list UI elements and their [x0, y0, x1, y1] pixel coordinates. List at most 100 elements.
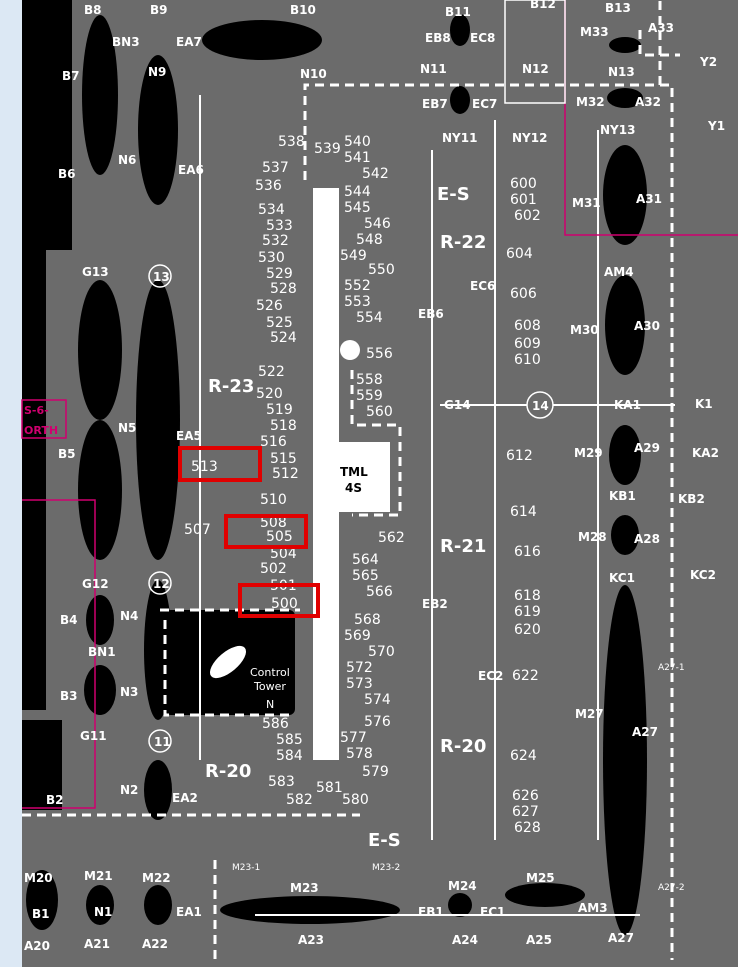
label-m31: M31	[572, 196, 601, 210]
label-b1: B1	[32, 907, 50, 921]
control-tower-line3: N	[266, 698, 274, 711]
stand-559: 559	[356, 388, 383, 404]
stand-622: 622	[512, 668, 539, 684]
label-am4: AM4	[604, 265, 634, 279]
stand-539: 539	[314, 141, 341, 157]
label-m24: M24	[448, 879, 477, 893]
stand-576: 576	[364, 714, 391, 730]
stand-510: 510	[260, 492, 287, 508]
stand-628: 628	[514, 820, 541, 836]
label-n3: N3	[120, 685, 138, 699]
label-b3: B3	[60, 689, 78, 703]
taxiway-labels-misc: N6 B6 EA6 M31 A31 G13 AM4 EB6 EC6 M30 A3…	[24, 153, 719, 953]
label-n6: N6	[118, 153, 136, 167]
label-m28: M28	[578, 530, 607, 544]
circle-14: 14	[532, 399, 549, 413]
stand-574: 574	[364, 692, 391, 708]
taxiway-labels: B8 B9 B10 B11 B12 B13 BN3 EA7 EB8 EC8 M3…	[62, 0, 725, 145]
label-bn1: BN1	[88, 645, 116, 659]
stand-500: 500	[271, 596, 298, 612]
label-eb1: EB1	[418, 905, 444, 919]
label-r23: R-23	[208, 376, 254, 397]
building-n12	[504, 0, 566, 104]
stand-560: 560	[366, 404, 393, 420]
stand-519: 519	[266, 402, 293, 418]
stand-572: 572	[346, 660, 373, 676]
runway-lines	[199, 95, 675, 916]
label-a31: A31	[636, 192, 662, 206]
label-ea7: EA7	[176, 35, 202, 49]
highlight-stand-513[interactable]	[178, 446, 262, 482]
label-y1: Y1	[707, 119, 725, 133]
terminal-number: 4S	[345, 481, 362, 495]
label-b4: B4	[60, 613, 78, 627]
stand-562: 562	[378, 530, 405, 546]
stand-618: 618	[514, 588, 541, 604]
label-ec2: EC2	[478, 669, 503, 683]
stand-534: 534	[258, 202, 285, 218]
label-eb7: EB7	[422, 97, 448, 111]
label-ec1: EC1	[480, 905, 505, 919]
highlight-stand-505[interactable]	[224, 514, 308, 549]
label-b10: B10	[290, 3, 316, 17]
stand-606: 606	[510, 286, 537, 302]
label-g12: G12	[82, 577, 109, 591]
label-n2: N2	[120, 783, 138, 797]
label-g11: G11	[80, 729, 107, 743]
label-m23: M23	[290, 881, 319, 895]
stand-546: 546	[364, 216, 391, 232]
label-r20: R-20	[440, 736, 486, 757]
label-b11: B11	[445, 5, 471, 19]
label-a22: A22	[142, 937, 168, 951]
label-m23-2: M23-2	[372, 863, 400, 873]
terminal-block	[332, 442, 390, 512]
label-n9: N9	[148, 65, 166, 79]
stand-548: 548	[356, 232, 383, 248]
stand-520: 520	[256, 386, 283, 402]
stand-538: 538	[278, 134, 305, 150]
stand-627: 627	[512, 804, 539, 820]
label-m32: M32	[576, 95, 605, 109]
label-a30: A30	[634, 319, 660, 333]
stand-507: 507	[184, 522, 211, 538]
label-ec8: EC8	[470, 31, 495, 45]
stand-544: 544	[344, 184, 371, 200]
label-ea6: EA6	[178, 163, 204, 177]
stand-541: 541	[344, 150, 371, 166]
stand-513: 513	[191, 459, 218, 475]
stand-532: 532	[262, 233, 289, 249]
stand-566: 566	[366, 584, 393, 600]
label-g13: G13	[82, 265, 109, 279]
label-kc2: KC2	[690, 568, 716, 582]
stand-573: 573	[346, 676, 373, 692]
label-am3: AM3	[578, 901, 608, 915]
stand-610: 610	[514, 352, 541, 368]
stand-582: 582	[286, 792, 313, 808]
label-eb6: EB6	[418, 307, 444, 321]
stand-533: 533	[266, 218, 293, 234]
right-building-strip	[676, 0, 738, 967]
circle-11: 11	[154, 735, 171, 749]
label-ka2: KA2	[692, 446, 719, 460]
highlight-stand-500[interactable]	[238, 583, 320, 618]
dashed-boundaries	[22, 0, 680, 960]
label-g14: G14	[444, 398, 471, 412]
label-m21: M21	[84, 869, 113, 883]
stand-580: 580	[342, 792, 369, 808]
stand-512: 512	[272, 466, 299, 482]
stand-577: 577	[340, 730, 367, 746]
black-islands	[22, 0, 647, 935]
stand-550: 550	[368, 262, 395, 278]
label-m22: M22	[142, 871, 171, 885]
label-bn3: BN3	[112, 35, 140, 49]
label-k1: K1	[695, 397, 713, 411]
label-y2: Y2	[699, 55, 717, 69]
stand-619: 619	[514, 604, 541, 620]
edge-label-bottom: ORTH	[24, 424, 58, 437]
label-ec7: EC7	[472, 97, 497, 111]
stand-614: 614	[510, 504, 537, 520]
stand-604: 604	[506, 246, 533, 262]
stand-583: 583	[268, 774, 295, 790]
stand-578: 578	[346, 746, 373, 762]
label-m33: M33	[580, 25, 609, 39]
